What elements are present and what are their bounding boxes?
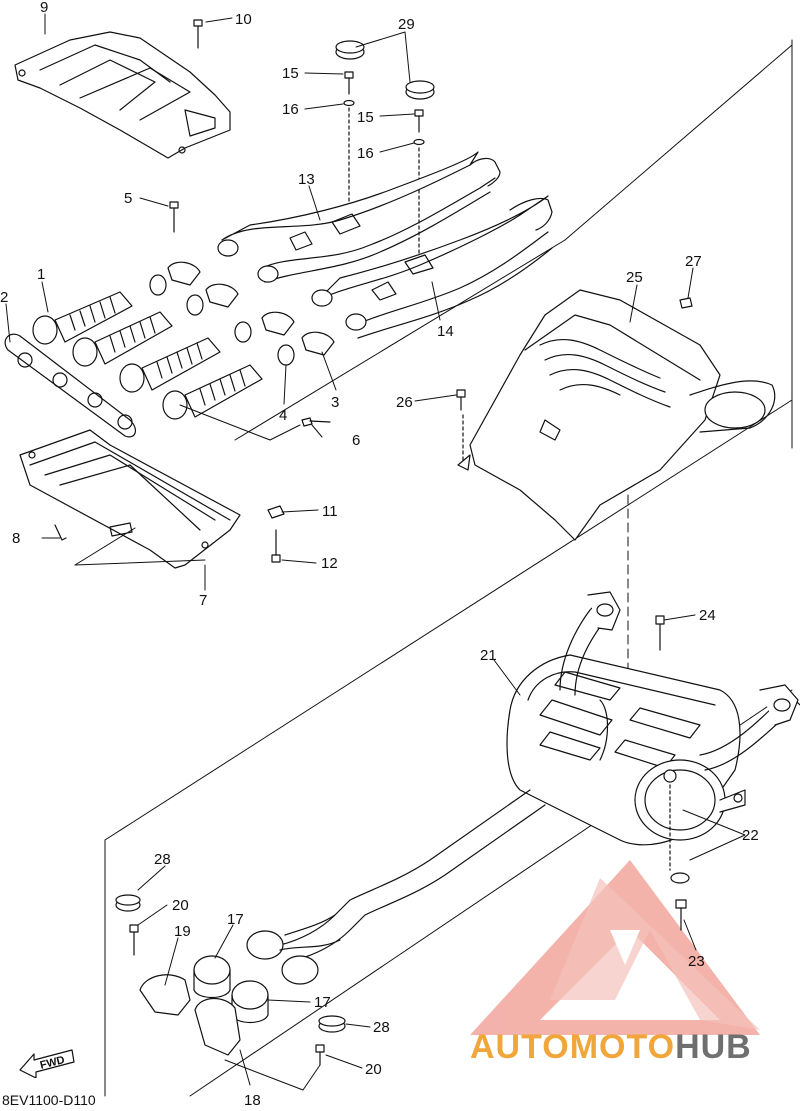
callout-2: 2 [0, 289, 8, 306]
leader-lines [5, 13, 746, 1091]
grommet-28 [115, 894, 346, 1033]
callout-28-a: 28 [154, 851, 171, 868]
frame-lines [104, 39, 793, 1097]
callout-6: 6 [352, 432, 360, 449]
bolt-27 [679, 297, 693, 309]
callout-3: 3 [331, 394, 339, 411]
bolt-15-b [413, 109, 425, 263]
callout-12: 12 [321, 555, 338, 572]
callout-labels: 1 2 3 4 5 6 7 8 9 10 11 12 13 14 15 15 1… [0, 0, 759, 1109]
bolt-10 [193, 19, 203, 49]
callout-20-a: 20 [172, 897, 189, 914]
lower-heat-shield [19, 429, 285, 569]
callout-4: 4 [279, 407, 287, 424]
callout-15-b: 15 [357, 109, 374, 126]
watermark-logo [470, 860, 760, 1035]
upper-heat-shield [14, 31, 231, 159]
watermark-text: AUTOMOTOHUB [470, 1028, 752, 1067]
callout-16-b: 16 [357, 145, 374, 162]
fwd-label: FWD [39, 1054, 66, 1072]
muffler [506, 591, 800, 931]
callout-25: 25 [626, 269, 643, 286]
header-pipe-13 [217, 151, 501, 283]
callout-21: 21 [480, 647, 497, 664]
callout-29: 29 [398, 16, 415, 33]
callout-10: 10 [235, 11, 252, 28]
callout-5: 5 [124, 190, 132, 207]
bolt-24 [655, 615, 665, 651]
callout-24: 24 [699, 607, 716, 624]
callout-19: 19 [174, 923, 191, 940]
grommet-29 [335, 40, 435, 100]
callout-1: 1 [37, 266, 45, 283]
watermark-text-part1: AUTOMOTO [470, 1028, 676, 1066]
manifold-gaskets [4, 274, 295, 438]
outlet-gaskets [193, 955, 269, 1024]
bolt-15-a [343, 71, 355, 213]
callout-11: 11 [322, 503, 338, 520]
callout-7: 7 [199, 592, 207, 609]
callout-28-b: 28 [373, 1019, 390, 1036]
outlet-clamps [139, 974, 241, 1056]
part-code: 8EV1100-D110 [2, 1092, 96, 1108]
watermark-text-part2: HUB [675, 1028, 752, 1066]
callout-22: 22 [742, 827, 759, 844]
bolt-5 [169, 201, 179, 233]
callout-26: 26 [396, 394, 413, 411]
callout-27: 27 [685, 253, 702, 270]
callout-17-a: 17 [227, 911, 244, 928]
header-pipe-14 [311, 195, 553, 339]
callout-16-a: 16 [282, 101, 299, 118]
manifold-pipes [32, 291, 263, 420]
bolt-26 [456, 389, 466, 466]
bolt-12 [271, 529, 281, 563]
callout-14: 14 [437, 323, 454, 340]
muffler-heat-shield [457, 289, 776, 541]
callout-13: 13 [298, 171, 315, 188]
callout-9: 9 [40, 0, 48, 16]
callout-23: 23 [688, 953, 705, 970]
y-pipe [246, 789, 546, 985]
callout-20-b: 20 [365, 1061, 382, 1078]
callout-18: 18 [244, 1092, 261, 1109]
callout-8: 8 [12, 530, 20, 547]
clip-8 [54, 524, 67, 541]
callout-17-b: 17 [314, 994, 331, 1011]
pipe-clamps [167, 261, 335, 356]
fwd-arrow-icon: FWD [19, 1049, 75, 1078]
callout-15-a: 15 [282, 65, 299, 82]
bolt-20 [129, 924, 325, 1066]
bolt-6 [301, 417, 331, 427]
